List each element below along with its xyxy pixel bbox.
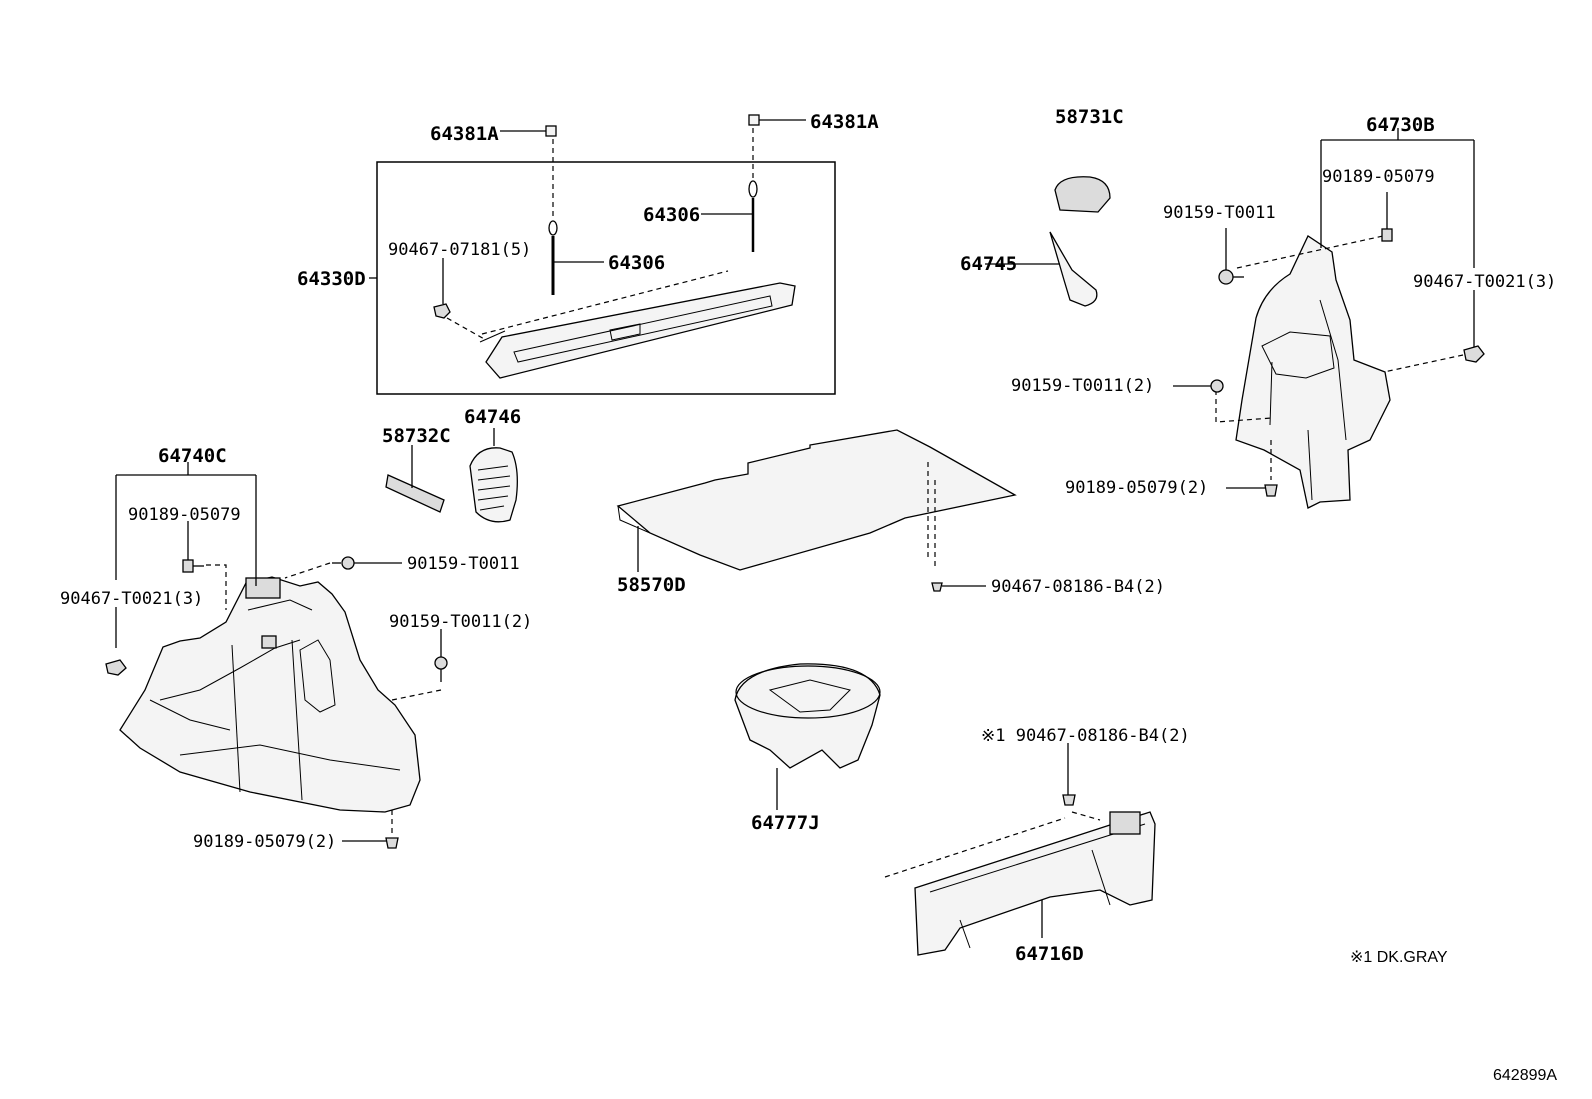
label-64381a-left: 64381A (430, 123, 499, 145)
label-64745: 64745 (960, 253, 1017, 275)
label-90189-05079-right: 90189-05079 (1322, 167, 1435, 187)
package-tray-group-box (376, 161, 836, 395)
label-90159-t0011-right: 90159-T0011 (1163, 203, 1276, 223)
screw-90189-05079-2-right (1226, 484, 1278, 497)
trunk-sill-plate-64716d (914, 811, 1156, 956)
label-58732c: 58732C (382, 425, 451, 447)
label-58731c: 58731C (1055, 106, 1124, 128)
label-90467-07181: 90467-07181(5) (388, 240, 531, 260)
label-64740c: 64740C (158, 445, 227, 467)
spare-tire-tray-64777j (734, 663, 881, 769)
label-90467-t0021-right: 90467-T0021(3) (1413, 272, 1556, 292)
cap-64381a-left (500, 125, 557, 137)
label-64330d: 64330D (297, 268, 366, 290)
label-64716d: 64716D (1015, 943, 1084, 965)
floor-mat-58570d (616, 429, 1017, 571)
label-90189-05079-left: 90189-05079 (128, 505, 241, 525)
label-58570d: 58570D (617, 574, 686, 596)
cover-64746 (469, 428, 518, 523)
screw-90189-05079-left (182, 559, 204, 573)
bracket-58731c (1054, 176, 1111, 213)
clip-90467-t0021-left (105, 659, 127, 676)
label-64777j: 64777J (751, 812, 820, 834)
clip-90467-t0021-right (1463, 345, 1485, 363)
label-64746: 64746 (464, 406, 521, 428)
quarter-trim-right (1235, 235, 1391, 509)
screw-90189-05079-2-left (342, 837, 399, 849)
label-90159-t0011-2-right: 90159-T0011(2) (1011, 376, 1154, 396)
label-64306-lower: 64306 (608, 252, 665, 274)
bolt-90159-t0011-2-right (1173, 379, 1224, 393)
label-64381a-right: 64381A (810, 111, 879, 133)
bolt-90159-t0011-2-left (434, 629, 448, 682)
bolt-90159-t0011-left (332, 556, 402, 570)
label-90467-08186-b4-note: ※1 90467-08186-B4(2) (981, 726, 1190, 746)
color-note: ※1 DK.GRAY (1350, 949, 1448, 966)
package-tray-panel (479, 282, 796, 379)
clip-90467-08186-b4 (931, 582, 986, 592)
label-90467-t0021-left: 90467-T0021(3) (60, 589, 203, 609)
label-64730b: 64730B (1366, 114, 1435, 136)
bolt-90159-t0011-right (1218, 228, 1244, 285)
support-string-left (548, 139, 604, 295)
clip-90467-07181 (433, 258, 451, 319)
cap-64381a-right (748, 114, 806, 126)
clip-90467-08186-b4-sill (1062, 743, 1076, 806)
label-90159-t0011-2-left: 90159-T0011(2) (389, 612, 532, 632)
label-90467-08186-b4: 90467-08186-B4(2) (991, 577, 1165, 597)
retainer-58732c (385, 445, 445, 513)
label-64306-upper: 64306 (643, 204, 700, 226)
label-90159-t0011-left: 90159-T0011 (407, 554, 520, 574)
support-string-right (701, 128, 758, 252)
diagram-id: 642899A (1493, 1067, 1557, 1084)
hook-64745 (985, 231, 1098, 307)
label-90189-05079-2-right: 90189-05079(2) (1065, 478, 1208, 498)
quarter-trim-left (119, 576, 421, 813)
label-90189-05079-2-left: 90189-05079(2) (193, 832, 336, 852)
screw-90189-05079-right (1381, 192, 1393, 242)
